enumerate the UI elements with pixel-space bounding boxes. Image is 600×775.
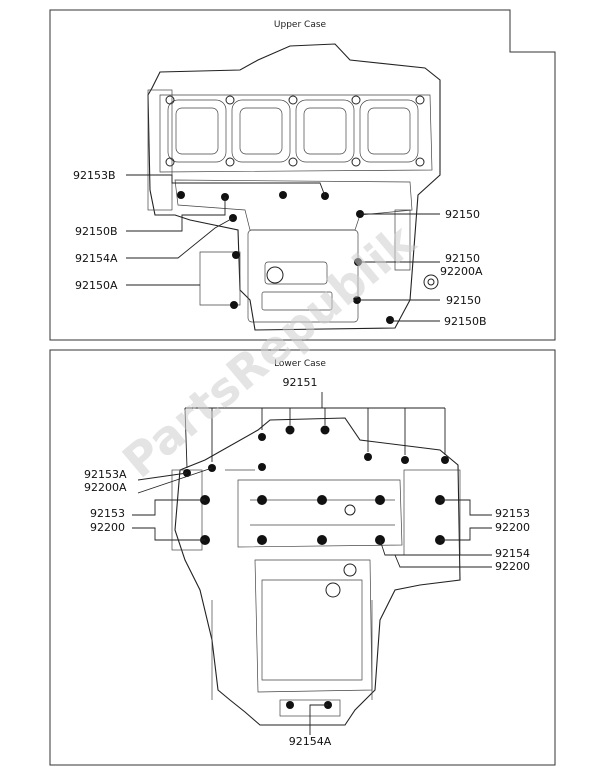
upper-label-92153b: 92153B xyxy=(73,169,116,182)
upper-case-frame xyxy=(49,9,556,341)
upper-label-92200a: 92200A xyxy=(440,265,483,278)
lower-label-92200-right: 92200 xyxy=(495,521,530,534)
upper-case-title: Upper Case xyxy=(274,20,327,30)
lower-case-frame xyxy=(49,349,556,766)
upper-label-92154a: 92154A xyxy=(75,252,118,265)
upper-label-92150a: 92150A xyxy=(75,279,118,292)
lower-case-title: Lower Case xyxy=(274,359,326,369)
watermark-logo: PartsRepublik xyxy=(112,213,426,489)
upper-label-92150-b: 92150 xyxy=(445,252,480,265)
upper-leader-lines xyxy=(126,174,440,322)
lower-case-drawing xyxy=(171,417,461,726)
upper-label-92150b-right: 92150B xyxy=(444,315,487,328)
lower-label-92153-left: 92153 xyxy=(90,507,125,520)
lower-label-92200a: 92200A xyxy=(84,481,127,494)
lower-label-92154a: 92154A xyxy=(289,735,332,748)
lower-label-92200-left: 92200 xyxy=(90,521,125,534)
lower-label-92200-right-2: 92200 xyxy=(495,560,530,573)
upper-label-92150-a: 92150 xyxy=(445,208,480,221)
lower-label-92153a: 92153A xyxy=(84,468,127,481)
lower-label-92153-right: 92153 xyxy=(495,507,530,520)
lower-leader-lines xyxy=(132,392,492,735)
upper-case-drawing xyxy=(147,43,441,331)
lower-label-92154: 92154 xyxy=(495,547,530,560)
lower-label-92151: 92151 xyxy=(283,376,318,389)
upper-label-92150-c: 92150 xyxy=(446,294,481,307)
upper-label-92150b: 92150B xyxy=(75,225,118,238)
